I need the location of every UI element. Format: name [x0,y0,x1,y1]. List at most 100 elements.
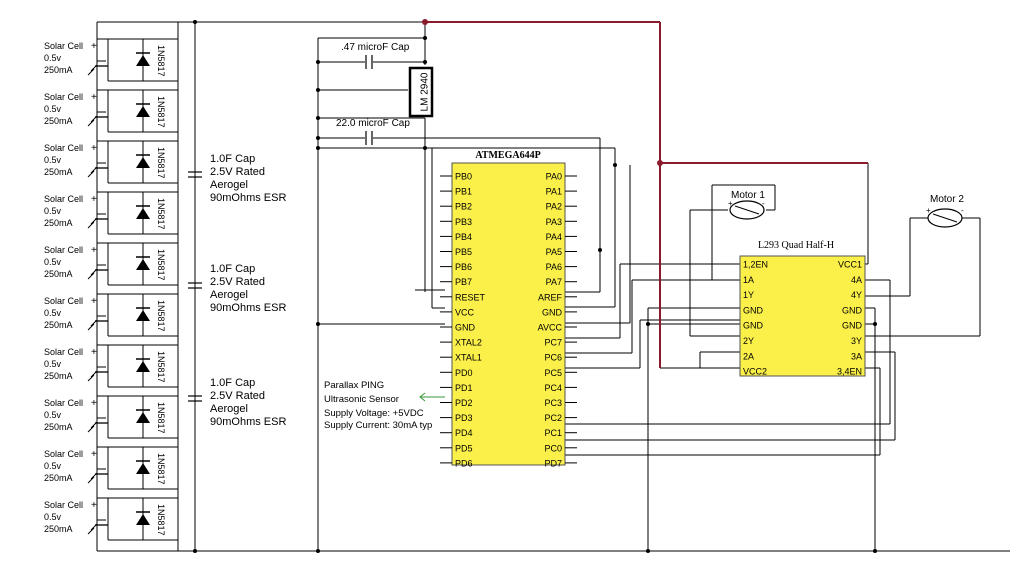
mcu-pin-left: PB1 [455,187,472,197]
diode-icon [136,192,150,234]
motor-2-label: Motor 2 [930,194,964,205]
svg-text:90mOhms ESR: 90mOhms ESR [210,416,286,428]
solar-cell-voltage: 0.5v [44,104,62,114]
svg-text:-: - [762,199,765,208]
svg-text:2.5V Rated: 2.5V Rated [210,166,265,178]
ping-sensor-label: Parallax PING Ultrasonic Sensor Supply V… [324,380,432,431]
mcu-pin-right: PA5 [546,247,562,257]
driver-pin-right: 4A [851,275,862,285]
diode-label: 1N5817 [156,249,166,281]
mcu-pin-right: PC1 [544,428,562,438]
mcu-pin-right: PC7 [544,338,562,348]
mcu-pin-right: AREF [538,292,563,302]
driver-pin-left: 1A [743,275,754,285]
mcu-pin-right: PC3 [544,398,562,408]
solar-cell-label: Solar Cell [44,347,83,357]
power-junction [657,160,663,166]
mcu-pin-left: PD1 [455,383,473,393]
mcu-pin-right: PA3 [546,217,562,227]
mcu-pin-right: PD7 [544,458,562,468]
plus-sign: + [91,398,97,409]
solar-cell-voltage: 0.5v [44,257,62,267]
plus-sign: + [91,296,97,307]
motor-2: + - [926,206,964,228]
diode-icon [136,294,150,336]
solar-cell-voltage: 0.5v [44,308,62,318]
mcu-pin-right: PC5 [544,368,562,378]
solar-cell-current: 250mA [44,269,73,279]
mcu-pin-right: PA4 [546,232,562,242]
capacitor-label-3: 1.0F Cap 2.5V Rated Aerogel 90mOhms ESR [210,377,286,428]
solar-cell-label: Solar Cell [44,92,83,102]
main-wires [96,21,1010,552]
lm2940-label: LM 2940 [420,72,431,111]
svg-text:2.5V Rated: 2.5V Rated [210,390,265,402]
mcu-pin-left: PB3 [455,217,472,227]
mcu-pin-left: PD6 [455,458,473,468]
mcu-pin-left: GND [455,323,476,333]
mcu-pin-left: PB5 [455,247,472,257]
mcu-pin-right: PA7 [546,277,562,287]
driver-pin-left: 1,2EN [743,260,768,270]
atmega644p-chip [451,162,566,466]
solar-cell-label: Solar Cell [44,500,83,510]
diode-icon [136,39,150,81]
mcu-pin-right: PA1 [546,187,562,197]
solar-cell-current: 250mA [44,167,73,177]
solar-cell-label: Solar Cell [44,194,83,204]
mcu-pin-right: GND [542,307,563,317]
diode-label: 1N5817 [156,504,166,536]
svg-text:Supply Voltage: +5VDC: Supply Voltage: +5VDC [324,408,424,419]
diode-icon [136,141,150,183]
diode-icon [136,396,150,438]
svg-text:2.5V Rated: 2.5V Rated [210,276,265,288]
driver-pin-right: GND [842,305,863,315]
diode-label: 1N5817 [156,351,166,383]
solar-cell-voltage: 0.5v [44,53,62,63]
diode-label: 1N5817 [156,402,166,434]
sensor-arrow [419,392,445,402]
solar-cell-current: 250mA [44,473,73,483]
driver-pin-left: 2Y [743,336,754,346]
driver-pins: 1,2EN1A1YGNDGND2Y2AVCC2VCC14A4YGNDGND3Y3… [743,260,863,377]
driver-pin-left: VCC2 [743,367,767,377]
mcu-pin-right: PC6 [544,353,562,363]
mcu-pin-left: VCC [455,307,475,317]
solar-cell-current: 250mA [44,218,73,228]
plus-sign: + [91,143,97,154]
driver-pin-right: 3Y [851,336,862,346]
capacitor-label-1: 1.0F Cap 2.5V Rated Aerogel 90mOhms ESR [210,153,286,204]
diode-icon [136,498,150,540]
plus-sign: + [91,245,97,256]
solar-cell-current: 250mA [44,65,73,75]
plus-sign: + [91,194,97,205]
svg-text:Supply Current: 30mA typ: Supply Current: 30mA typ [324,420,432,431]
driver-pin-right: 4Y [851,290,862,300]
solar-cell-label: Solar Cell [44,245,83,255]
mcu-pin-left: PB2 [455,202,472,212]
mcu-pin-left: PD3 [455,413,473,423]
motor-1: + - [728,199,765,220]
solar-cell-current: 250mA [44,524,73,534]
solar-cell-label: Solar Cell [44,143,83,153]
power-junction [422,19,428,25]
diode-icon [136,243,150,285]
mcu-pin-right: PC0 [544,443,562,453]
plus-sign: + [91,41,97,52]
lm2940-regulator [408,66,434,118]
mcu-pin-right: PA0 [546,172,562,182]
svg-text:1.0F Cap: 1.0F Cap [210,153,255,165]
mcu-pin-left: PB0 [455,172,472,182]
mcu-pin-right: AVCC [538,323,563,333]
solar-cell-label: Solar Cell [44,449,83,459]
capacitor-bank [188,171,202,402]
svg-text:Aerogel: Aerogel [210,179,248,191]
svg-text:90mOhms ESR: 90mOhms ESR [210,192,286,204]
diode-icon [136,345,150,387]
